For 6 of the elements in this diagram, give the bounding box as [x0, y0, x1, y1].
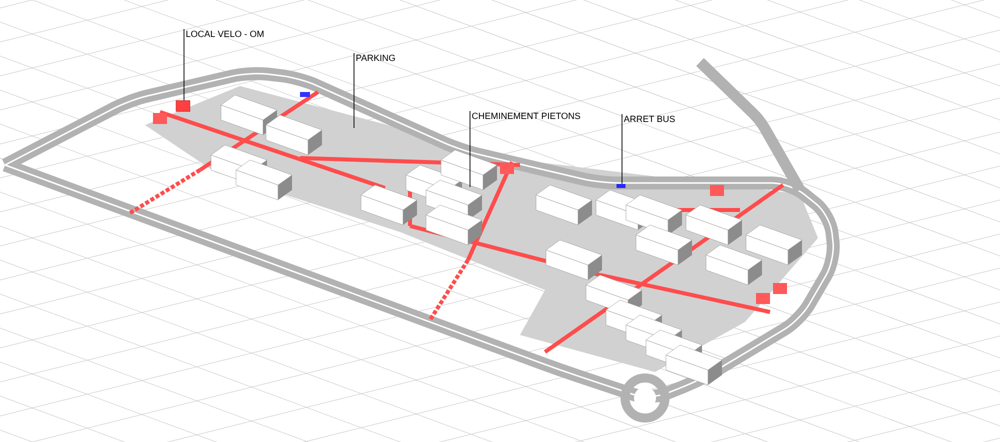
callout-label: PARKING: [356, 54, 395, 62]
bike-shelter-block: [176, 100, 190, 112]
callout-label: CHEMINEMENT PIETONS: [472, 112, 580, 120]
callout-label: ARRET BUS: [624, 116, 675, 122]
bus-stop-marker: [616, 184, 626, 188]
callout-label: LOCAL VELO - OM: [186, 30, 264, 38]
